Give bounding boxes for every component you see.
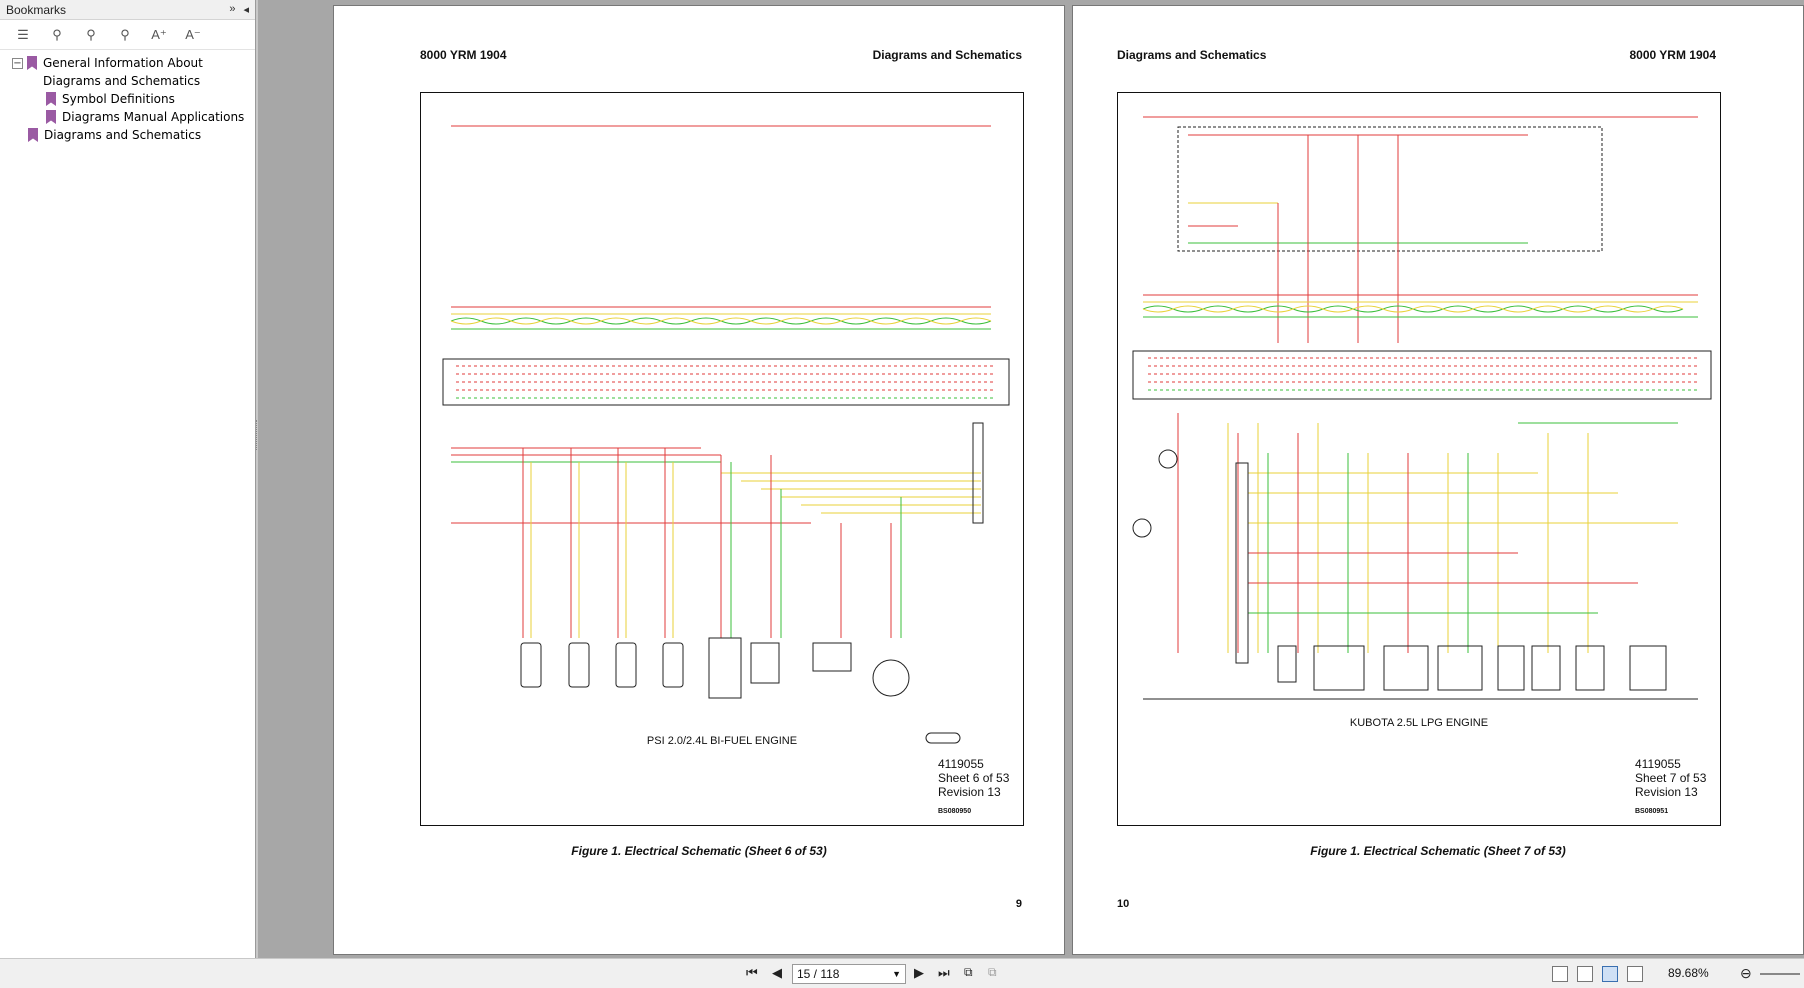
bookmark-icon — [46, 110, 56, 124]
zoom-slider[interactable] — [1760, 973, 1800, 975]
bookmark-general-information[interactable]: − General Information About Diagrams and… — [0, 54, 255, 90]
collapse-panel-icon[interactable]: ◂ — [243, 4, 249, 16]
sheet-number: Sheet 6 of 53 — [938, 771, 1010, 785]
first-page-icon[interactable]: ⏮ — [746, 965, 758, 980]
engine-title: PSI 2.0/2.4L BI-FUEL ENGINE — [646, 735, 798, 747]
document-page-9: 8000 YRM 1904 Diagrams and Schematics — [333, 5, 1065, 955]
bookmark-properties-icon[interactable]: ⚲ — [120, 26, 130, 42]
revision: Revision 13 — [938, 785, 1001, 799]
page-left-header: 8000 YRM 1904 — [420, 48, 507, 62]
bookmark-manual-applications[interactable]: Diagrams Manual Applications — [0, 108, 255, 126]
bookmark-icon — [27, 56, 37, 70]
bookmark-icon — [28, 128, 38, 142]
bs-code: BS080950 — [938, 808, 972, 815]
bookmarks-panel: Bookmarks » ◂ ☰ ⚲ ⚲ ⚲ A⁺ A⁻ − General In… — [0, 0, 256, 958]
bookmark-icon — [46, 92, 56, 106]
collapse-node-icon[interactable]: − — [12, 58, 23, 69]
facing-view-icon[interactable] — [1602, 966, 1618, 982]
figure-caption: Figure 1. Electrical Schematic (Sheet 7 … — [1310, 844, 1566, 858]
continuous-view-icon[interactable] — [1577, 966, 1593, 982]
zoom-level[interactable]: 89.68% — [1668, 966, 1709, 980]
bookmark-label: Symbol Definitions — [62, 92, 175, 106]
delete-bookmark-icon[interactable]: ⚲ — [86, 26, 96, 42]
expand-panel-icon[interactable]: » — [229, 3, 236, 15]
bookmark-label: General Information About Diagrams and S… — [43, 56, 203, 88]
doc-number: 4119055 — [938, 757, 984, 771]
chevron-down-icon[interactable]: ▼ — [892, 969, 901, 979]
bookmarks-header: Bookmarks » ◂ — [0, 0, 255, 20]
sheet-number: Sheet 7 of 53 — [1635, 771, 1707, 785]
page-number: 9 — [1015, 898, 1022, 910]
schematic-frame: KUBOTA 2.5L LPG ENGINE 4119055 Sheet 7 o… — [1117, 92, 1721, 826]
doc-number: 4119055 — [1635, 757, 1681, 771]
last-page-icon[interactable]: ⏭ — [938, 965, 950, 980]
bookmark-symbol-definitions[interactable]: Symbol Definitions — [0, 90, 255, 108]
electrical-schematic-psi — [442, 125, 1010, 744]
bookmark-label: Diagrams and Schematics — [44, 128, 202, 142]
engine-title: KUBOTA 2.5L LPG ENGINE — [1349, 717, 1489, 729]
bookmark-label: Diagrams Manual Applications — [62, 110, 245, 124]
bs-code: BS080951 — [1635, 808, 1669, 815]
page-right-header: Diagrams and Schematics — [872, 48, 1022, 62]
sheet-info: 4119055 Sheet 7 of 53 Revision 13 — [1635, 757, 1706, 799]
zoom-out-icon[interactable]: ⊖ — [1740, 965, 1752, 981]
document-page-10: Diagrams and Schematics 8000 YRM 1904 — [1072, 5, 1804, 955]
figure-caption: Figure 1. Electrical Schematic (Sheet 6 … — [571, 844, 827, 858]
status-bar: ⏮ ◀ 15 / 118 ▼ ▶ ⏭ ⧉ ⧉ 89.68% ⊖ — [0, 958, 1804, 988]
bookmarks-title: Bookmarks — [6, 2, 67, 17]
next-view-icon[interactable]: ⧉ — [988, 965, 997, 979]
schematic-frame: PSI 2.0/2.4L BI-FUEL ENGINE 4119055 Shee… — [420, 92, 1024, 826]
bookmark-diagrams-and-schematics[interactable]: Diagrams and Schematics — [0, 126, 255, 144]
page-number: 10 — [1117, 898, 1130, 910]
increase-text-size-icon[interactable]: A⁺ — [151, 26, 167, 42]
document-viewer[interactable]: 8000 YRM 1904 Diagrams and Schematics — [256, 0, 1804, 958]
page-number-input[interactable]: 15 / 118 ▼ — [792, 964, 906, 984]
panel-resize-handle[interactable] — [256, 420, 260, 450]
bookmarks-toolbar: ☰ ⚲ ⚲ ⚲ A⁺ A⁻ — [0, 20, 255, 50]
sheet-info: 4119055 Sheet 6 of 53 Revision 13 — [938, 757, 1009, 799]
continuous-facing-view-icon[interactable] — [1627, 966, 1643, 982]
page-indicator: 15 / 118 — [797, 967, 840, 981]
revision: Revision 13 — [1635, 785, 1698, 799]
options-icon[interactable]: ☰ — [17, 26, 29, 42]
previous-page-icon[interactable]: ◀ — [772, 965, 782, 980]
next-page-icon[interactable]: ▶ — [914, 965, 924, 980]
electrical-schematic-kubota — [1132, 116, 1712, 700]
decrease-text-size-icon[interactable]: A⁻ — [185, 26, 201, 42]
page-right-header: 8000 YRM 1904 — [1629, 48, 1716, 62]
add-bookmark-icon[interactable]: ⚲ — [52, 26, 62, 42]
previous-view-icon[interactable]: ⧉ — [964, 965, 973, 979]
single-page-view-icon[interactable] — [1552, 966, 1568, 982]
bookmark-tree: − General Information About Diagrams and… — [0, 50, 255, 144]
page-left-header: Diagrams and Schematics — [1117, 48, 1267, 62]
